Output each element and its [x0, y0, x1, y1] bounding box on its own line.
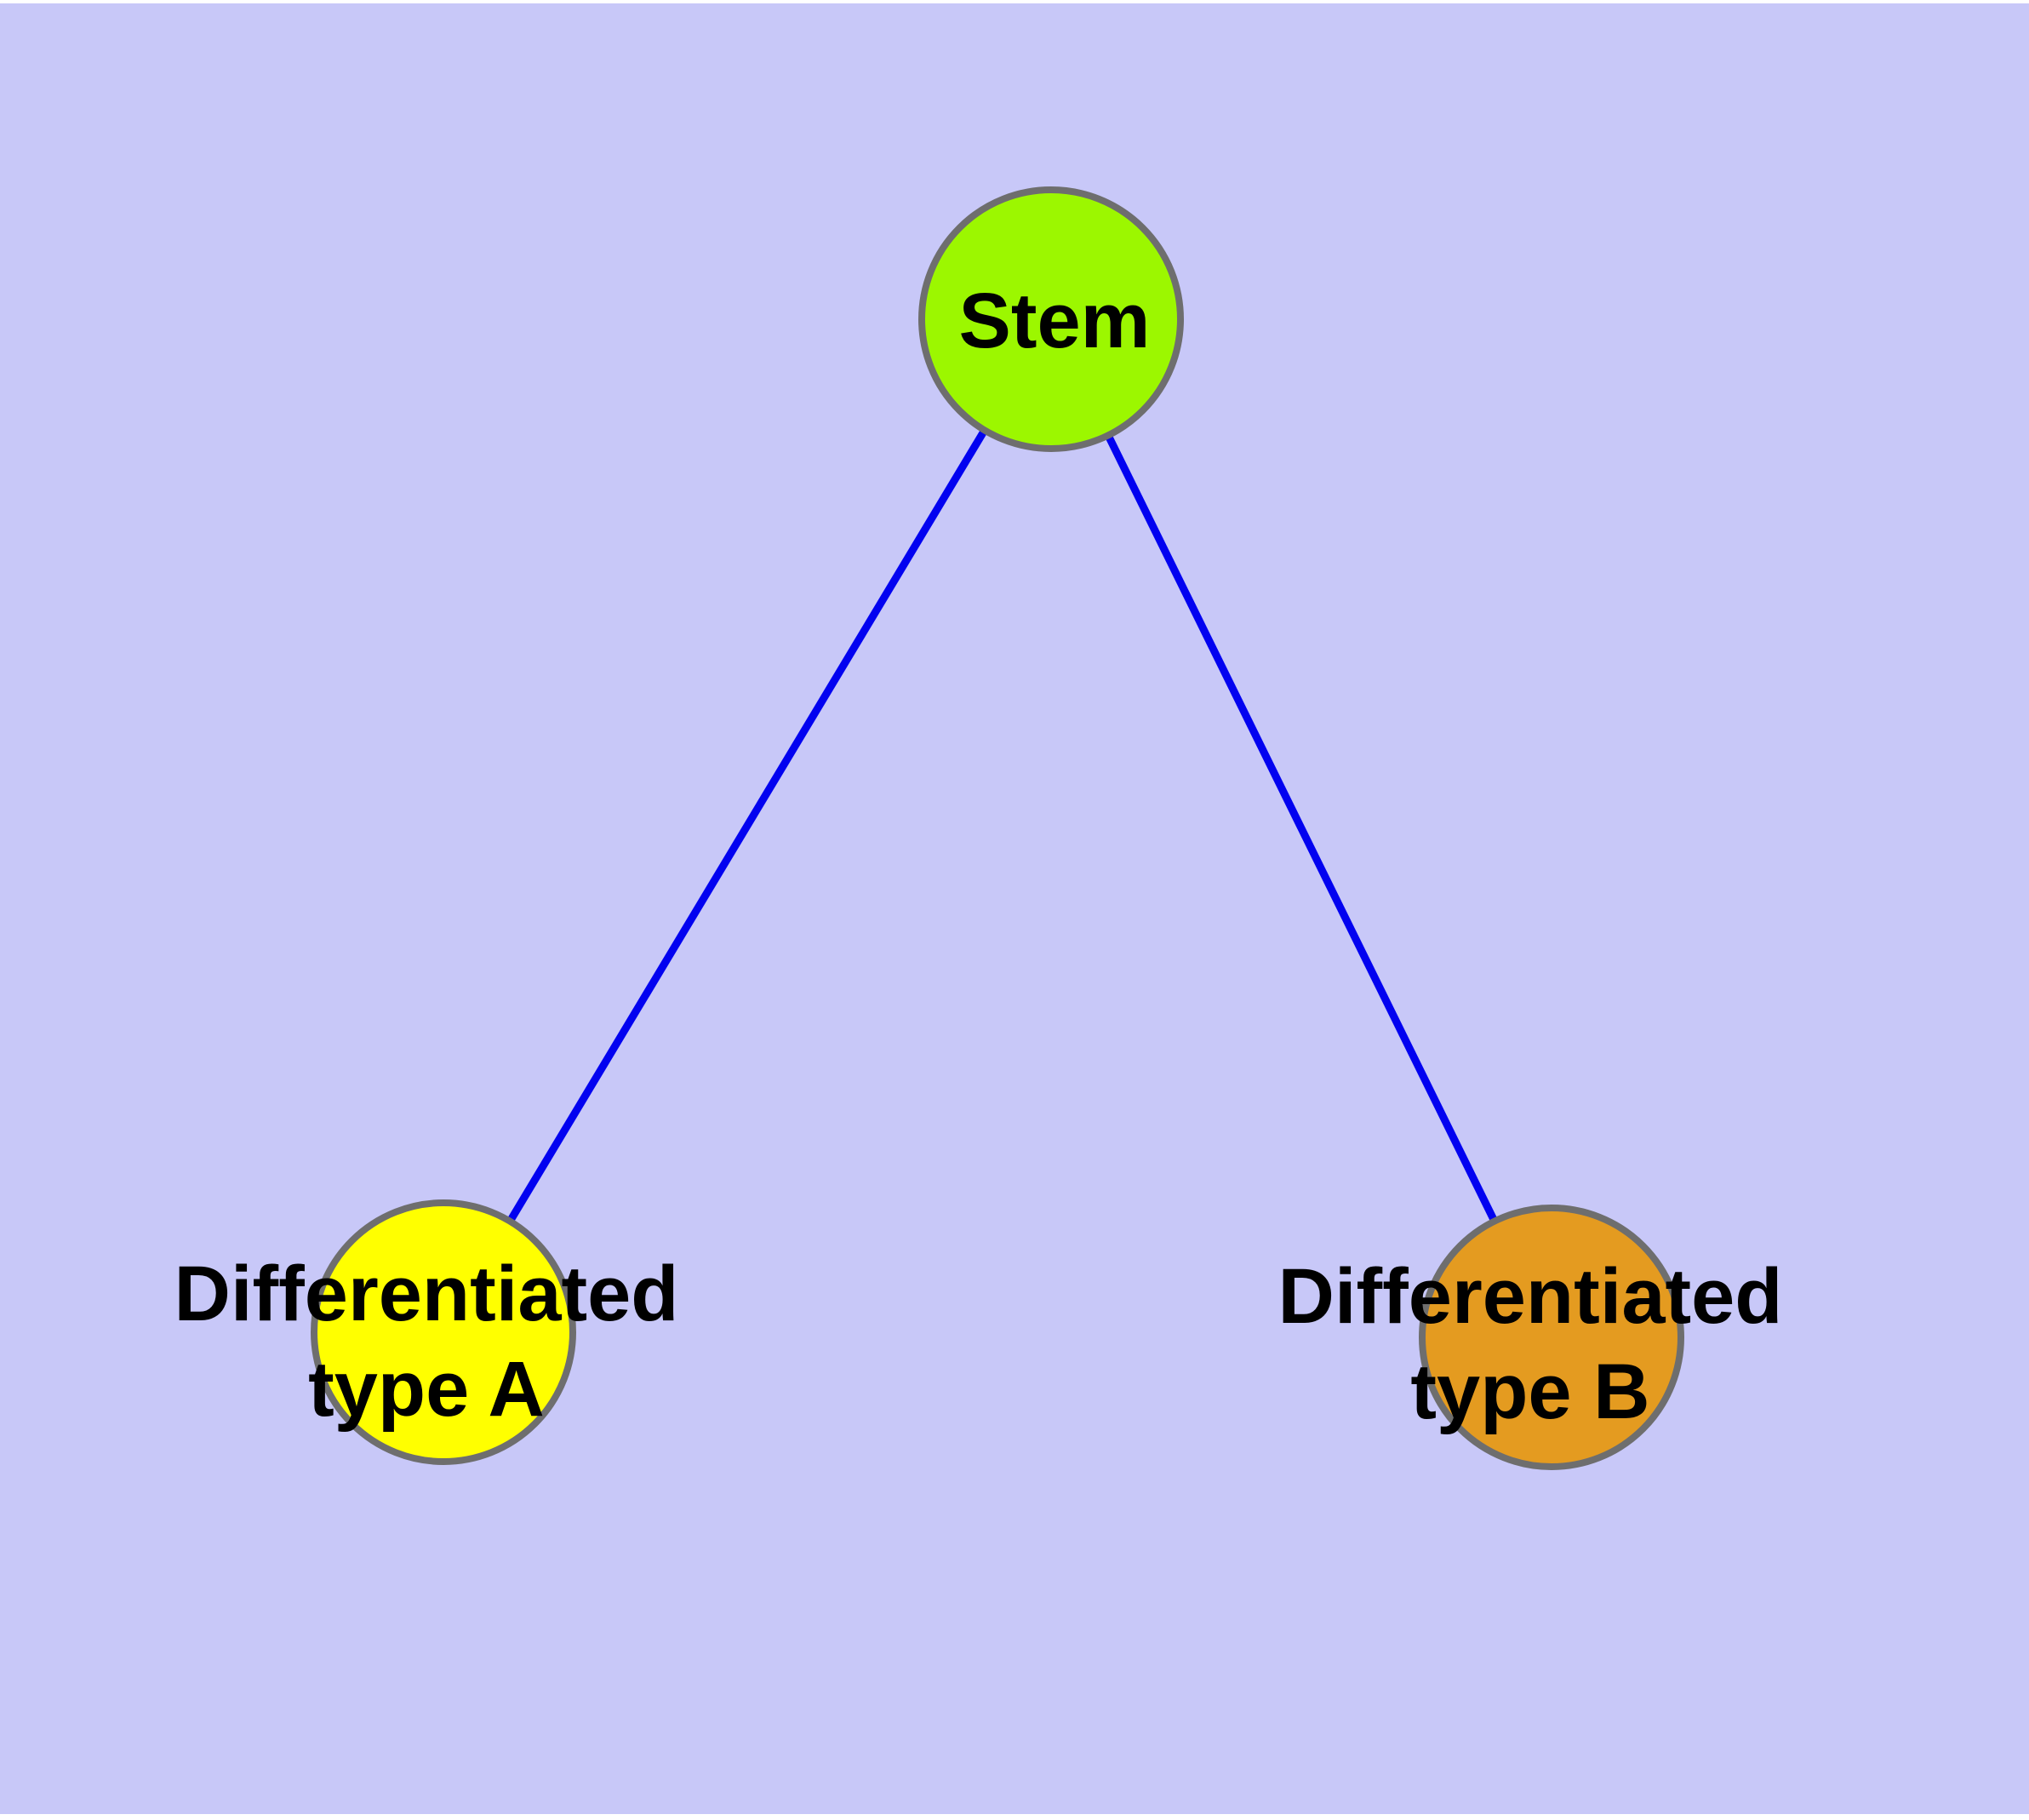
- node-label-line: Differentiated: [174, 1251, 679, 1337]
- node-label-line: type B: [1410, 1348, 1649, 1435]
- edge-stem-type-b: [1047, 318, 1556, 1339]
- node-type-b: [1419, 1205, 1684, 1470]
- node-label-stem: Stem: [959, 278, 1151, 364]
- node-label-line: type A: [308, 1346, 545, 1433]
- nodes-layer: [311, 186, 1684, 1470]
- edges-layer: [440, 317, 1556, 1339]
- node-stem: [918, 186, 1184, 452]
- node-label-line: Differentiated: [1278, 1253, 1783, 1340]
- edge-stem-type-a: [440, 317, 1055, 1335]
- node-label-line: Stem: [959, 278, 1151, 364]
- node-type-a: [311, 1199, 576, 1465]
- node-label-type-a: Differentiated type A: [174, 1251, 679, 1433]
